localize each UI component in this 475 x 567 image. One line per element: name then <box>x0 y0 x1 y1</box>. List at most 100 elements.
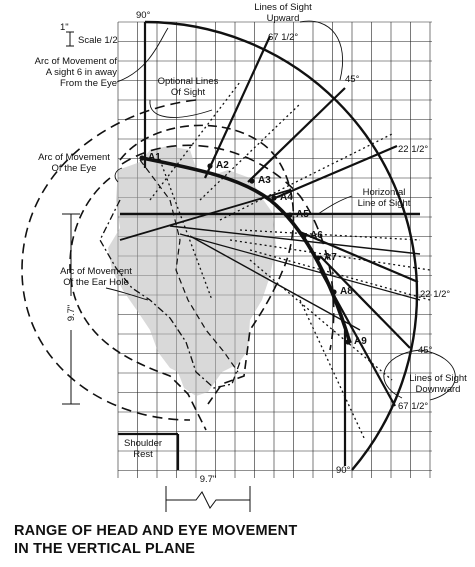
angle-label-45-up: 45° <box>345 74 360 85</box>
point-label-a9: A9 <box>354 336 367 347</box>
downward-line-1: Lines of Sight <box>409 373 467 384</box>
callout-horizontal <box>317 195 353 215</box>
optional-line-label-2: Of Sight <box>171 87 206 98</box>
eye-arc-line-2: Of the Eye <box>52 163 97 174</box>
dim-horizontal-label: 9.7" <box>200 474 217 485</box>
ear-arc-line-1: Arc of Movement <box>60 266 132 277</box>
callout-curves <box>105 20 456 401</box>
title-line-1: RANGE OF HEAD AND EYE MOVEMENT <box>14 523 298 539</box>
point-marker-a2 <box>207 163 213 169</box>
title-line-2: IN THE VERTICAL PLANE <box>14 541 196 557</box>
optional-line-label-1: Optional Lines <box>158 76 219 87</box>
point-marker-a7 <box>315 255 321 261</box>
head-contours <box>69 124 295 431</box>
angle-label-90-down: 90° <box>336 465 351 476</box>
face-profile-2 <box>139 159 239 373</box>
line-67-up <box>203 35 272 179</box>
dim-vertical-label: 9.7" <box>66 305 77 322</box>
shoulder-rest-label: Shoulder Rest <box>124 438 162 460</box>
point-marker-a4 <box>271 195 277 201</box>
upward-line-2: Upward <box>267 13 300 24</box>
shoulder-rest <box>118 432 180 470</box>
point-marker-a8 <box>331 289 337 295</box>
downward-label: Lines of Sight Downward <box>409 373 467 395</box>
head-profile-shading <box>108 146 276 396</box>
diagram-title: RANGE OF HEAD AND EYE MOVEMENT IN THE VE… <box>14 522 464 558</box>
line-a7-radial <box>179 233 421 301</box>
dim-h-line <box>166 491 250 509</box>
arc-sight-line-3: From the Eye <box>60 78 117 89</box>
ear-arc-label: Arc of Movement Of the Ear Hole <box>60 266 132 288</box>
callout-optional <box>149 99 213 118</box>
movement-arcs <box>21 20 419 471</box>
point-label-a1: A1 <box>148 152 161 163</box>
arc-sight-line-1: Arc of Movement of <box>35 56 118 67</box>
arc-sight-label: Arc of Movement of A sight 6 in away Fro… <box>35 56 118 89</box>
scale-marker <box>66 31 74 47</box>
point-label-a3: A3 <box>258 175 271 186</box>
point-label-a2: A2 <box>216 160 229 171</box>
shoulder-line-2: Rest <box>133 449 153 460</box>
horizontal-label: Horizontal Line of Sight <box>358 187 411 209</box>
angle-label-67-down: 67 1/2° <box>398 401 428 412</box>
face-profile <box>99 199 241 389</box>
optional-line-8 <box>299 299 366 441</box>
outer-sight-arc <box>144 20 419 471</box>
angle-label-22-down: 22 1/2° <box>420 289 450 300</box>
shoulder-line-1: Shoulder <box>124 438 162 449</box>
optional-line-4 <box>239 229 421 241</box>
angle-label-67-up: 67 1/2° <box>268 32 298 43</box>
downward-line-2: Downward <box>416 384 461 395</box>
optional-line-7 <box>249 259 393 381</box>
point-marker-a1 <box>139 155 145 161</box>
optional-line-2 <box>199 103 301 201</box>
head-contour-back <box>69 177 207 431</box>
point-label-a4: A4 <box>280 192 293 203</box>
dimension-vertical <box>62 213 80 405</box>
point-marker-a3 <box>249 178 255 184</box>
callout-eye <box>114 167 123 183</box>
angle-label-22-up: 22 1/2° <box>398 144 428 155</box>
optional-lines-label: Optional Lines Of Sight <box>158 76 219 98</box>
line-a8-radial <box>189 235 361 331</box>
optional-line-6 <box>249 249 431 301</box>
dimension-horizontal <box>165 486 251 512</box>
callout-ear <box>105 287 149 301</box>
point-marker-a5 <box>287 212 293 218</box>
horizontal-line-2: Line of Sight <box>358 198 411 209</box>
line-a6-radial <box>169 225 421 255</box>
upward-line-1: Lines of Sight <box>254 2 312 13</box>
point-label-a7: A7 <box>324 252 337 263</box>
point-label-a5: A5 <box>296 209 309 220</box>
upward-label: Lines of Sight Upward <box>254 2 312 24</box>
arc-sight-line-2: A sight 6 in away <box>46 67 118 78</box>
line-45-down <box>319 255 411 349</box>
eye-arc-line-1: Arc of Movement <box>38 152 110 163</box>
callout-downward-2 <box>383 349 421 399</box>
point-label-a8: A8 <box>340 286 353 297</box>
ear-arc-line-2: Of the Ear Hole <box>63 277 128 288</box>
callout-downward <box>419 349 456 401</box>
line-45-up <box>247 87 346 183</box>
sight-lines <box>119 22 421 466</box>
horizontal-line-1: Horizontal <box>363 187 406 198</box>
callout-upward <box>299 20 344 81</box>
eye-arc-label: Arc of Movement Of the Eye <box>38 152 110 174</box>
ear-arc <box>21 99 197 421</box>
optional-lines <box>149 81 431 441</box>
line-22-up <box>274 144 398 200</box>
callout-arc-sight <box>116 27 169 83</box>
angle-label-90-up: 90° <box>136 10 151 21</box>
line-a2-radial <box>119 189 291 241</box>
eye-arc <box>121 144 335 351</box>
head-contour-front <box>119 124 295 405</box>
optional-line-5 <box>229 239 431 271</box>
line-22-down <box>299 230 419 284</box>
scale-label: Scale 1/2 <box>78 35 118 46</box>
optional-line-3 <box>219 133 393 221</box>
angle-label-45-down: 45° <box>418 345 433 356</box>
point-label-a6: A6 <box>310 230 323 241</box>
scale-marker-label: 1" <box>60 22 69 33</box>
point-marker-a6 <box>301 233 307 239</box>
